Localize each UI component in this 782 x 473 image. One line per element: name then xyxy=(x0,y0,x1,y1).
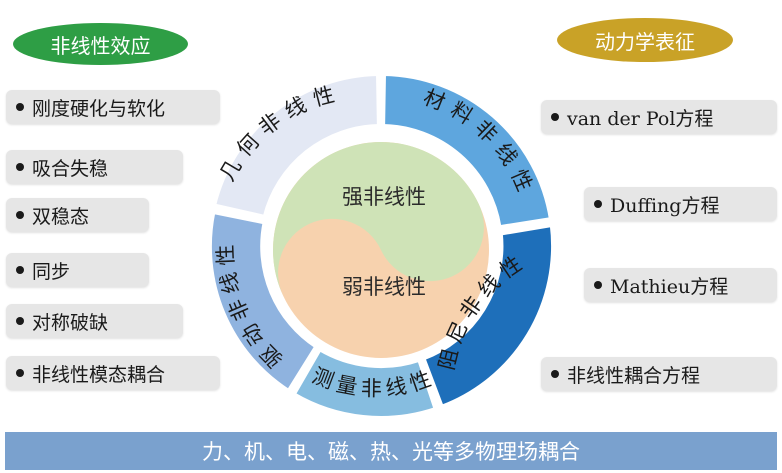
equation-item-coupled: 非线性耦合方程 xyxy=(541,357,777,391)
bullet-icon xyxy=(551,370,559,378)
equation-item-label: Mathieu方程 xyxy=(610,275,729,298)
multiphysics-coupling-banner: 力、机、电、磁、热、光等多物理场耦合 xyxy=(5,432,777,470)
equation-item-mathieu: Mathieu方程 xyxy=(584,268,777,302)
equation-item-label: van der Pol方程 xyxy=(567,107,714,130)
effect-item-label: 双稳态 xyxy=(32,205,90,228)
bullet-icon xyxy=(16,163,24,171)
equation-item-van-der-pol: van der Pol方程 xyxy=(541,100,777,134)
effect-item-label: 刚度硬化与软化 xyxy=(32,97,166,120)
effect-item-symmetry-breaking: 对称破缺 xyxy=(6,304,183,338)
effect-item-mode-coupling: 非线性模态耦合 xyxy=(6,356,220,390)
ring-segment-material xyxy=(381,71,554,230)
ring-segment-geometric xyxy=(211,71,381,220)
equation-item-label: 非线性耦合方程 xyxy=(567,364,701,387)
bullet-icon xyxy=(16,266,24,274)
bullet-icon xyxy=(594,281,602,289)
equation-item-duffing: Duffing方程 xyxy=(584,187,777,221)
effect-item-bistable: 双稳态 xyxy=(6,198,149,232)
effect-item-label: 非线性模态耦合 xyxy=(32,363,166,386)
bullet-icon xyxy=(551,113,559,121)
core-strong-region xyxy=(273,142,484,296)
effect-item-synchronization: 同步 xyxy=(6,253,149,287)
bullet-icon xyxy=(16,211,24,219)
nonlinear-effects-title-text: 非线性效应 xyxy=(50,33,151,58)
equation-item-label: Duffing方程 xyxy=(610,194,720,217)
effect-item-label: 吸合失稳 xyxy=(32,157,109,180)
nonlinear-effects-title: 非线性效应 xyxy=(13,23,188,65)
bullet-icon xyxy=(16,369,24,377)
dynamics-characterization-title: 动力学表征 xyxy=(557,18,733,62)
effect-item-label: 同步 xyxy=(32,260,71,283)
ring-segment-damping xyxy=(420,222,556,410)
ring-segment-drive xyxy=(207,209,320,394)
core-label-strong: 强非线性 xyxy=(342,185,426,209)
bullet-icon xyxy=(16,317,24,325)
effect-item-pull-in: 吸合失稳 xyxy=(6,150,183,184)
ring-segment-measurement xyxy=(291,346,439,420)
effect-item-stiffness: 刚度硬化与软化 xyxy=(6,90,220,124)
core-label-weak: 弱非线性 xyxy=(342,275,426,299)
effect-item-label: 对称破缺 xyxy=(32,311,109,334)
dynamics-characterization-title-text: 动力学表征 xyxy=(595,29,695,54)
multiphysics-coupling-text: 力、机、电、磁、热、光等多物理场耦合 xyxy=(202,440,580,464)
bullet-icon xyxy=(16,103,24,111)
bullet-icon xyxy=(594,200,602,208)
